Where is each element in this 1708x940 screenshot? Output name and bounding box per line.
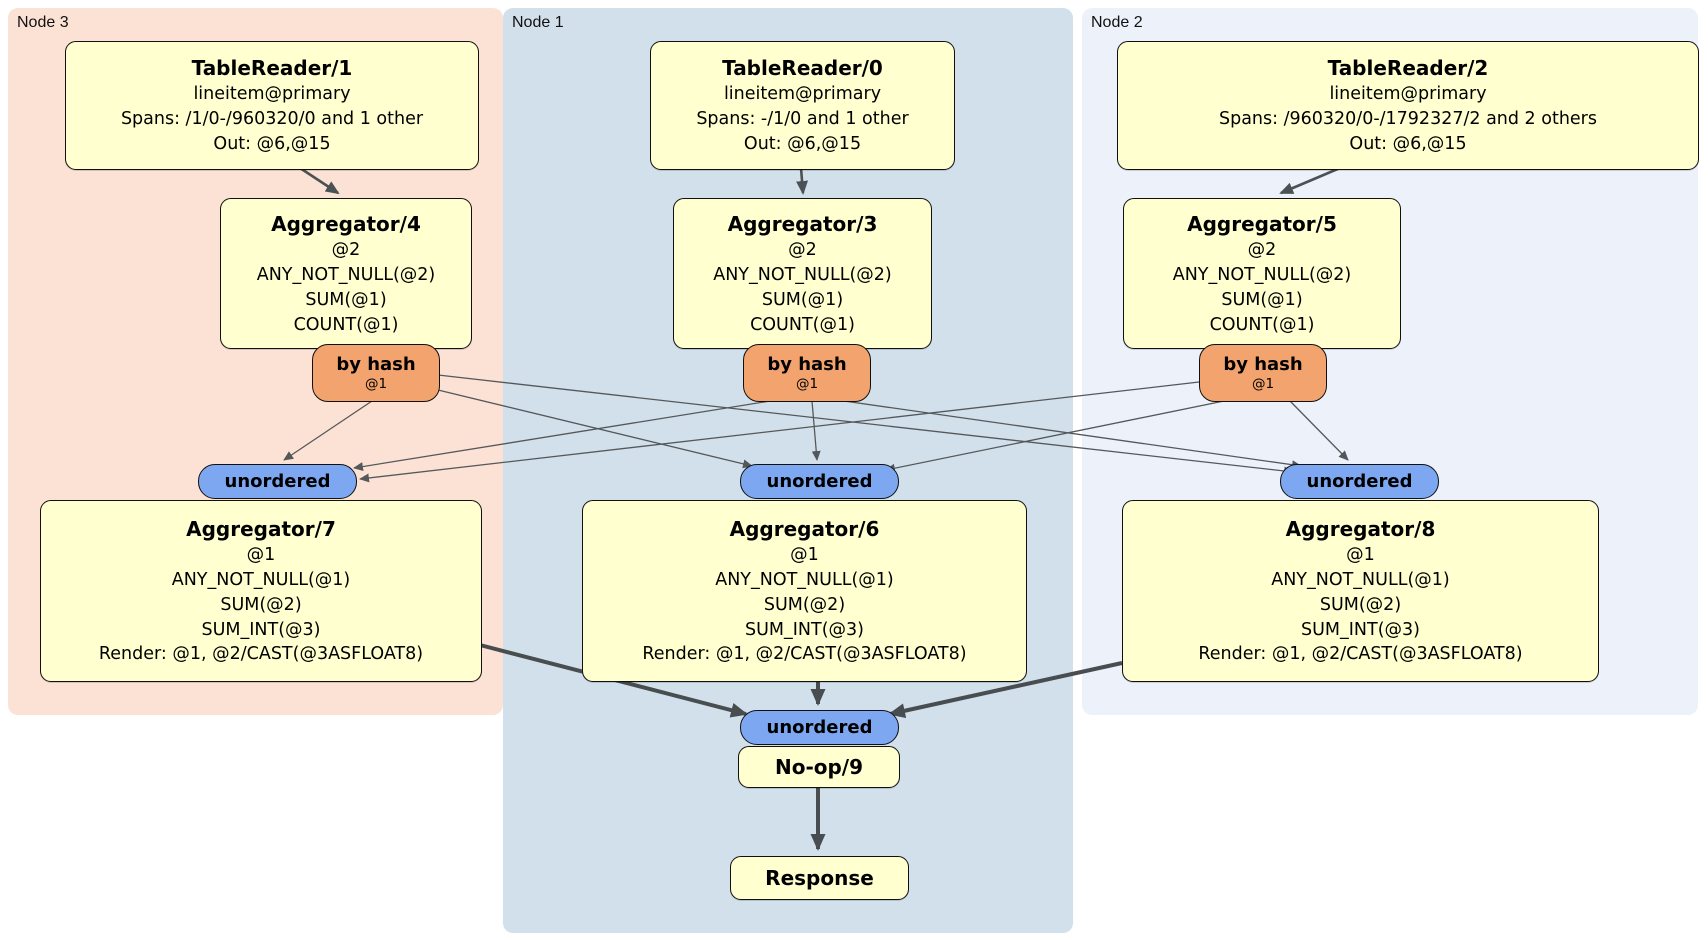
node-detail: SUM(@1) bbox=[761, 289, 844, 310]
plan-node-tablereader-1: TableReader/1 lineitem@primary Spans: /1… bbox=[65, 41, 479, 170]
router-label: by hash bbox=[1223, 354, 1303, 376]
node-detail: ANY_NOT_NULL(@1) bbox=[715, 569, 894, 590]
node-detail: SUM(@1) bbox=[1221, 289, 1303, 310]
node-detail: @1 bbox=[246, 545, 276, 566]
sync-label: unordered bbox=[1306, 471, 1413, 492]
unordered-sync-9: unordered bbox=[740, 710, 899, 745]
plan-node-aggregator-3: Aggregator/3 @2 ANY_NOT_NULL(@2) SUM(@1)… bbox=[673, 198, 932, 349]
node-detail: @1 bbox=[790, 545, 819, 566]
node-detail: SUM(@2) bbox=[1319, 594, 1402, 615]
plan-node-aggregator-4: Aggregator/4 @2 ANY_NOT_NULL(@2) SUM(@1)… bbox=[220, 198, 472, 349]
hash-router-3: by hash @1 bbox=[743, 344, 871, 402]
hash-router-5: by hash @1 bbox=[1199, 344, 1327, 402]
node-detail: SUM_INT(@3) bbox=[1301, 619, 1420, 640]
router-label: by hash bbox=[767, 354, 847, 376]
plan-node-aggregator-8: Aggregator/8 @1 ANY_NOT_NULL(@1) SUM(@2)… bbox=[1122, 500, 1599, 682]
node-title: Aggregator/4 bbox=[271, 211, 421, 236]
node-detail: COUNT(@1) bbox=[750, 314, 855, 335]
node-title: Aggregator/6 bbox=[729, 516, 880, 541]
node-title: TableReader/1 bbox=[191, 56, 353, 81]
node-detail: Spans: /960320/0-/1792327/2 and 2 others bbox=[1218, 109, 1597, 130]
node-detail: Render: @1, @2/CAST(@3ASFLOAT8) bbox=[98, 644, 424, 665]
node-title: TableReader/0 bbox=[722, 56, 883, 81]
plan-node-tablereader-2: TableReader/2 lineitem@primary Spans: /9… bbox=[1117, 41, 1699, 170]
sync-label: unordered bbox=[766, 471, 873, 492]
node-detail: ANY_NOT_NULL(@1) bbox=[1271, 569, 1450, 590]
node-title: Aggregator/8 bbox=[1285, 516, 1436, 541]
plan-node-aggregator-5: Aggregator/5 @2 ANY_NOT_NULL(@2) SUM(@1)… bbox=[1123, 198, 1401, 349]
node-title: Aggregator/7 bbox=[186, 516, 336, 541]
router-key: @1 bbox=[1251, 375, 1275, 392]
node-detail: @2 bbox=[1247, 240, 1277, 260]
unordered-sync-7: unordered bbox=[198, 464, 357, 499]
node-detail: Out: @6,@15 bbox=[1349, 134, 1467, 155]
unordered-sync-8: unordered bbox=[1280, 464, 1439, 499]
node-detail: @1 bbox=[1346, 545, 1375, 566]
node-title: TableReader/2 bbox=[1327, 56, 1489, 81]
plan-node-aggregator-7: Aggregator/7 @1 ANY_NOT_NULL(@1) SUM(@2)… bbox=[40, 500, 482, 682]
node-detail: SUM(@2) bbox=[220, 594, 302, 615]
node-detail: SUM_INT(@3) bbox=[201, 619, 321, 640]
node-title: No-op/9 bbox=[774, 754, 864, 779]
node2-region-label: Node 2 bbox=[1091, 14, 1143, 31]
router-key: @1 bbox=[795, 375, 819, 392]
node-detail: SUM_INT(@3) bbox=[745, 619, 864, 640]
node-detail: Out: @6,@15 bbox=[743, 134, 862, 155]
hash-router-4: by hash @1 bbox=[312, 344, 440, 402]
node-detail: ANY_NOT_NULL(@1) bbox=[171, 569, 351, 590]
node3-region-label: Node 3 bbox=[17, 14, 69, 31]
node-detail: Spans: -/1/0 and 1 other bbox=[696, 109, 909, 130]
node-detail: Out: @6,@15 bbox=[213, 134, 331, 155]
node-detail: ANY_NOT_NULL(@2) bbox=[713, 264, 892, 285]
node-detail: SUM(@2) bbox=[763, 594, 846, 615]
sync-label: unordered bbox=[766, 717, 873, 738]
node-detail: ANY_NOT_NULL(@2) bbox=[256, 264, 436, 285]
node-detail: @2 bbox=[788, 240, 817, 260]
plan-node-noop-9: No-op/9 bbox=[738, 746, 900, 788]
node-detail: @2 bbox=[331, 240, 361, 260]
node-title: Aggregator/3 bbox=[727, 211, 878, 236]
node-title: Response bbox=[765, 865, 874, 890]
node-detail: lineitem@primary bbox=[193, 84, 351, 105]
plan-node-tablereader-0: TableReader/0 lineitem@primary Spans: -/… bbox=[650, 41, 955, 170]
plan-node-response: Response bbox=[730, 856, 909, 900]
node-detail: lineitem@primary bbox=[1329, 84, 1487, 105]
node-detail: Spans: /1/0-/960320/0 and 1 other bbox=[120, 109, 424, 130]
node-detail: COUNT(@1) bbox=[1209, 314, 1315, 335]
node-title: Aggregator/5 bbox=[1187, 211, 1337, 236]
node1-region-label: Node 1 bbox=[512, 14, 564, 31]
node-detail: Render: @1, @2/CAST(@3ASFLOAT8) bbox=[1198, 644, 1523, 665]
router-label: by hash bbox=[336, 354, 416, 376]
router-key: @1 bbox=[364, 375, 388, 392]
unordered-sync-6: unordered bbox=[740, 464, 899, 499]
node-detail: lineitem@primary bbox=[723, 84, 882, 105]
plan-node-aggregator-6: Aggregator/6 @1 ANY_NOT_NULL(@1) SUM(@2)… bbox=[582, 500, 1027, 682]
node-detail: ANY_NOT_NULL(@2) bbox=[1172, 264, 1352, 285]
node-detail: Render: @1, @2/CAST(@3ASFLOAT8) bbox=[642, 644, 967, 665]
node-detail: COUNT(@1) bbox=[293, 314, 399, 335]
sync-label: unordered bbox=[224, 471, 331, 492]
node-detail: SUM(@1) bbox=[305, 289, 387, 310]
